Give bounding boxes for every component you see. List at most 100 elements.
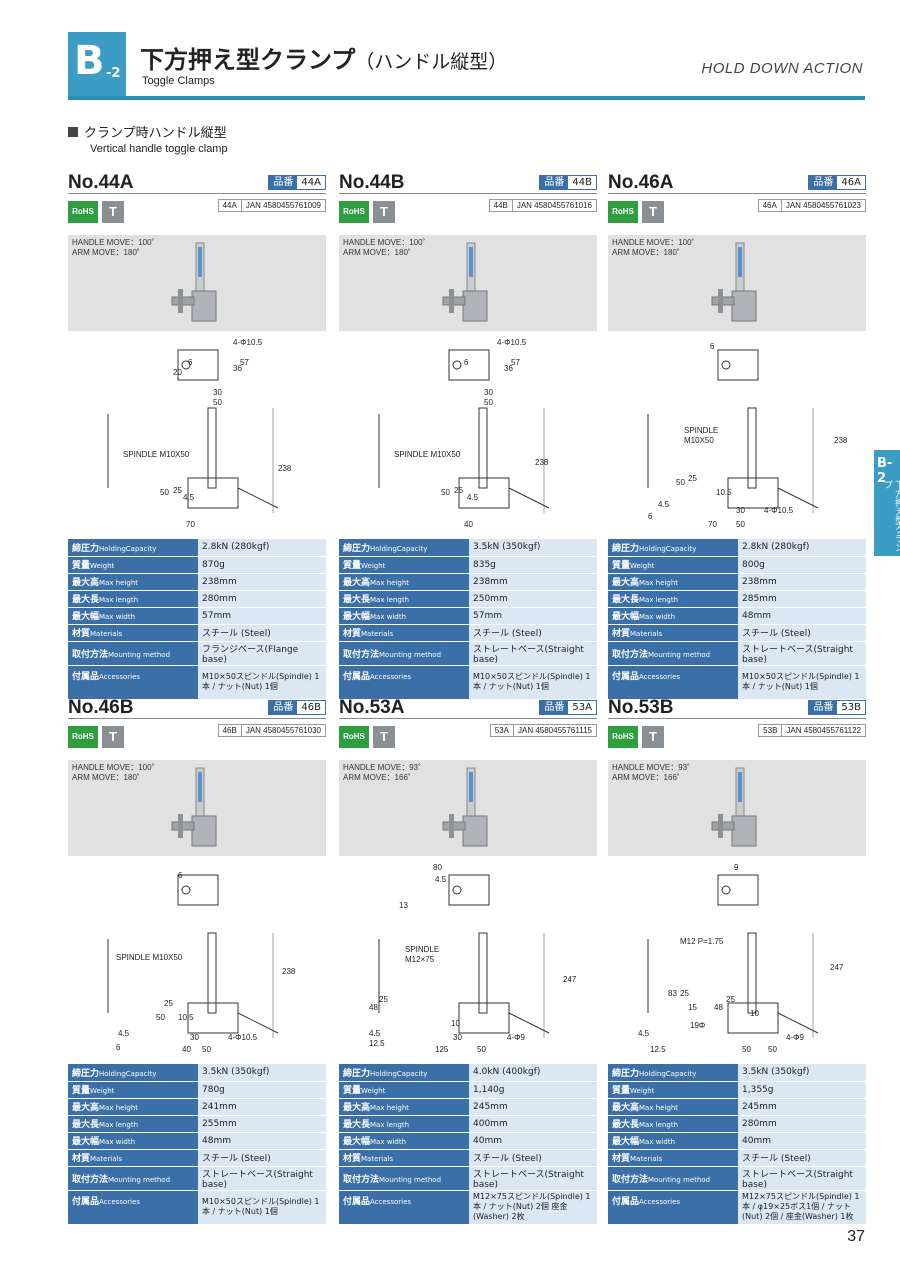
spec-value: 400mm [469, 1115, 597, 1133]
spec-key: 最大長Max length [608, 590, 738, 608]
clamp-photo-illustration [711, 767, 757, 847]
spec-key-jp: 最大長 [72, 1120, 100, 1130]
dimension-label: SPINDLE M10X50 [123, 450, 190, 459]
rohs-icon: RoHS [68, 726, 98, 748]
dimension-label: 10 [451, 1019, 460, 1028]
jan-barcode-number: JAN 4580455761023 [785, 201, 861, 210]
section-badge: B -2 [68, 32, 126, 96]
spec-key-jp: 材質 [612, 1154, 631, 1164]
top-view-hole [181, 885, 191, 895]
spec-key-jp: 材質 [343, 1154, 362, 1164]
dimension-label: 4.5 [467, 493, 479, 502]
spec-key: 最大幅Max width [68, 1132, 198, 1150]
spec-key-jp: 質量 [72, 1086, 91, 1096]
spec-key: 最大長Max length [68, 1115, 198, 1133]
dimension-label: 25 [173, 486, 182, 495]
spec-value: 280mm [738, 1115, 866, 1133]
spec-key: 材質Materials [608, 1149, 738, 1167]
badge-letter: B [74, 38, 105, 84]
spec-value: 238mm [198, 573, 326, 591]
spec-key: 材質Materials [608, 624, 738, 642]
spec-key-jp: 質量 [612, 561, 631, 571]
handle-move-text: HANDLE MOVE：100˚ [612, 238, 695, 247]
spec-value: スチール (Steel) [469, 1149, 597, 1167]
product-photo: HANDLE MOVE：100˚ARM MOVE：180˚ [68, 760, 326, 856]
arm-move-text: ARM MOVE：180˚ [343, 248, 411, 257]
motion-range: HANDLE MOVE：93˚ARM MOVE：166˚ [612, 763, 690, 783]
spec-key-en: Materials [630, 1155, 663, 1163]
spec-key-jp: 取付方法 [612, 1174, 649, 1185]
spec-key-en: Max length [639, 596, 679, 604]
handle-line [777, 487, 819, 509]
side-tab[interactable]: B-2 下方押え型クランプ [874, 450, 900, 556]
dimension-label: 50 [484, 398, 493, 407]
spec-key-jp: 最大幅 [343, 1137, 371, 1147]
arm-outline [747, 932, 757, 1014]
product-name: No.46A [608, 172, 674, 193]
spec-key-en: Max width [639, 613, 676, 621]
spec-key-en: Weight [361, 1087, 386, 1095]
dimension-label: 48 [369, 1003, 378, 1012]
dimension-label: 40 [464, 520, 473, 529]
spec-key: 材質Materials [339, 1149, 469, 1167]
top-view-outline [177, 349, 219, 381]
spec-key-jp: 最大高 [612, 578, 640, 588]
part-number-label: 品番 [269, 701, 298, 714]
product-name: No.44A [68, 172, 134, 193]
spec-key: 質量Weight [608, 556, 738, 574]
base-outline [727, 1002, 779, 1034]
spec-key: 取付方法Mounting method [608, 641, 738, 666]
spec-value: 48mm [198, 1132, 326, 1150]
dimension-label: 50 [202, 1045, 211, 1054]
spec-key: 最大高Max height [608, 573, 738, 591]
spec-key: 取付方法Mounting method [339, 1166, 469, 1191]
dimension-label: 30 [484, 388, 493, 397]
spec-value: 1,355g [738, 1081, 866, 1099]
clamp-photo-illustration [711, 242, 757, 322]
spec-key-jp: 最大幅 [343, 612, 371, 622]
handle-line [237, 487, 279, 509]
motion-range: HANDLE MOVE：93˚ARM MOVE：166˚ [343, 763, 421, 783]
dimension-label: 70 [708, 520, 717, 529]
spec-value: 238mm [469, 573, 597, 591]
spec-key-en: Max height [639, 1104, 679, 1112]
handle-move-text: HANDLE MOVE：100˚ [72, 763, 155, 772]
dimension-label: M12×75 [405, 955, 435, 964]
spec-key-jp: 付属品 [343, 671, 371, 682]
spec-key-en: HoldingCapacity [99, 544, 157, 553]
dimension-label: 247 [563, 975, 577, 984]
clamp-photo-illustration [442, 242, 488, 322]
dimension-label: 25 [454, 486, 463, 495]
spec-key-en: Max height [99, 1104, 139, 1112]
spec-key: 最大幅Max width [68, 607, 198, 625]
spec-value: ストレートベース(Straight base) [198, 1166, 326, 1191]
product-photo: HANDLE MOVE：100˚ARM MOVE：180˚ [68, 235, 326, 331]
dimension-label: 13 [399, 901, 408, 910]
title-divider [339, 718, 597, 719]
spec-key: 付属品Accessories [339, 1190, 469, 1225]
spec-value: 250mm [469, 590, 597, 608]
spec-key: 取付方法Mounting method [68, 641, 198, 666]
page-number: 37 [847, 1228, 865, 1245]
dimension-label: 238 [282, 967, 296, 976]
dimension-label: 80 [433, 863, 442, 872]
tool-icon: T [102, 726, 124, 748]
dimension-label: 4-Φ10.5 [228, 1033, 258, 1042]
spec-key-en: Materials [361, 1155, 394, 1163]
spindle-shape [718, 289, 723, 313]
dimension-label: 25 [688, 474, 697, 483]
part-number-label: 品番 [809, 701, 838, 714]
